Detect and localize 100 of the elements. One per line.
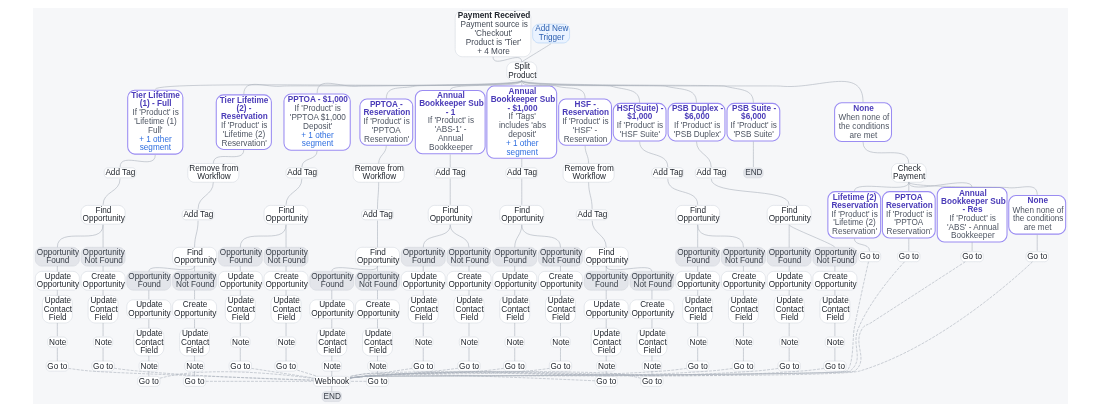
connector — [376, 181, 379, 210]
connector — [520, 80, 863, 103]
connector — [449, 178, 451, 206]
connector — [449, 224, 469, 248]
connector — [696, 224, 744, 248]
connector — [752, 141, 754, 168]
connector — [422, 289, 424, 296]
connector — [377, 145, 387, 164]
connector — [56, 347, 58, 362]
connector — [908, 237, 909, 252]
connector — [513, 322, 515, 337]
connector — [605, 318, 606, 329]
connector — [250, 368, 314, 379]
connector — [492, 56, 522, 63]
connector — [376, 265, 378, 272]
connector — [330, 386, 332, 392]
connector — [788, 224, 835, 248]
connector — [422, 347, 424, 362]
connector — [862, 141, 909, 164]
connector — [908, 181, 972, 188]
connector — [193, 355, 195, 362]
connector — [1036, 234, 1037, 252]
connector — [102, 224, 103, 248]
connector — [239, 347, 241, 362]
connector — [212, 149, 244, 164]
connector — [239, 265, 241, 272]
connector — [449, 80, 522, 91]
connector — [559, 347, 561, 362]
connector — [154, 80, 522, 90]
connector — [285, 178, 302, 206]
connector — [520, 80, 697, 104]
connector — [710, 178, 789, 206]
connector — [513, 347, 515, 362]
connector — [205, 381, 314, 382]
connector — [385, 80, 522, 99]
connector — [696, 347, 698, 362]
connector — [376, 355, 378, 362]
connector — [853, 237, 870, 252]
connector — [67, 368, 314, 381]
connector — [908, 181, 909, 192]
connector — [667, 178, 698, 206]
connector — [193, 370, 195, 377]
connector — [56, 322, 58, 337]
connector — [605, 265, 652, 272]
connector — [520, 80, 585, 99]
connector — [376, 318, 378, 329]
connector — [559, 289, 561, 296]
connector — [520, 43, 551, 63]
connector — [422, 322, 424, 337]
connector — [742, 265, 744, 272]
connector — [193, 318, 195, 329]
connector — [853, 181, 909, 192]
connector — [638, 141, 668, 168]
connector — [102, 178, 120, 206]
connector — [584, 145, 589, 164]
connector — [243, 80, 522, 95]
connector — [696, 265, 698, 272]
connector — [193, 220, 198, 248]
connector — [742, 322, 744, 337]
connector — [520, 178, 522, 206]
connector — [449, 154, 451, 168]
connector — [239, 322, 241, 337]
connector — [742, 289, 744, 296]
connector — [193, 265, 195, 272]
connector — [605, 265, 606, 272]
connector — [56, 224, 103, 248]
connector — [696, 322, 698, 337]
connector — [587, 181, 592, 210]
connector — [376, 220, 378, 248]
connector — [193, 289, 195, 300]
connector — [330, 318, 332, 329]
connector — [239, 224, 286, 248]
connector — [296, 369, 318, 377]
connector — [520, 80, 754, 104]
connector — [330, 289, 332, 300]
connector — [56, 289, 58, 296]
connector — [330, 265, 378, 272]
connector — [301, 150, 317, 168]
connector — [159, 371, 314, 379]
connector — [591, 220, 606, 248]
connector — [513, 289, 515, 296]
connector — [696, 289, 698, 296]
connector — [349, 381, 367, 382]
connector — [695, 141, 711, 168]
connector — [56, 265, 58, 272]
connector — [376, 289, 378, 300]
connector — [119, 154, 156, 168]
connector — [520, 224, 561, 248]
connector — [908, 181, 1037, 196]
connector — [285, 224, 286, 248]
connector — [113, 368, 314, 381]
connector — [239, 289, 241, 296]
connector — [742, 347, 744, 362]
connector — [148, 265, 195, 272]
connector — [197, 181, 214, 210]
connector — [559, 265, 561, 272]
connector — [513, 265, 515, 272]
connector — [520, 80, 640, 104]
connector — [422, 224, 451, 248]
connector — [520, 157, 522, 168]
